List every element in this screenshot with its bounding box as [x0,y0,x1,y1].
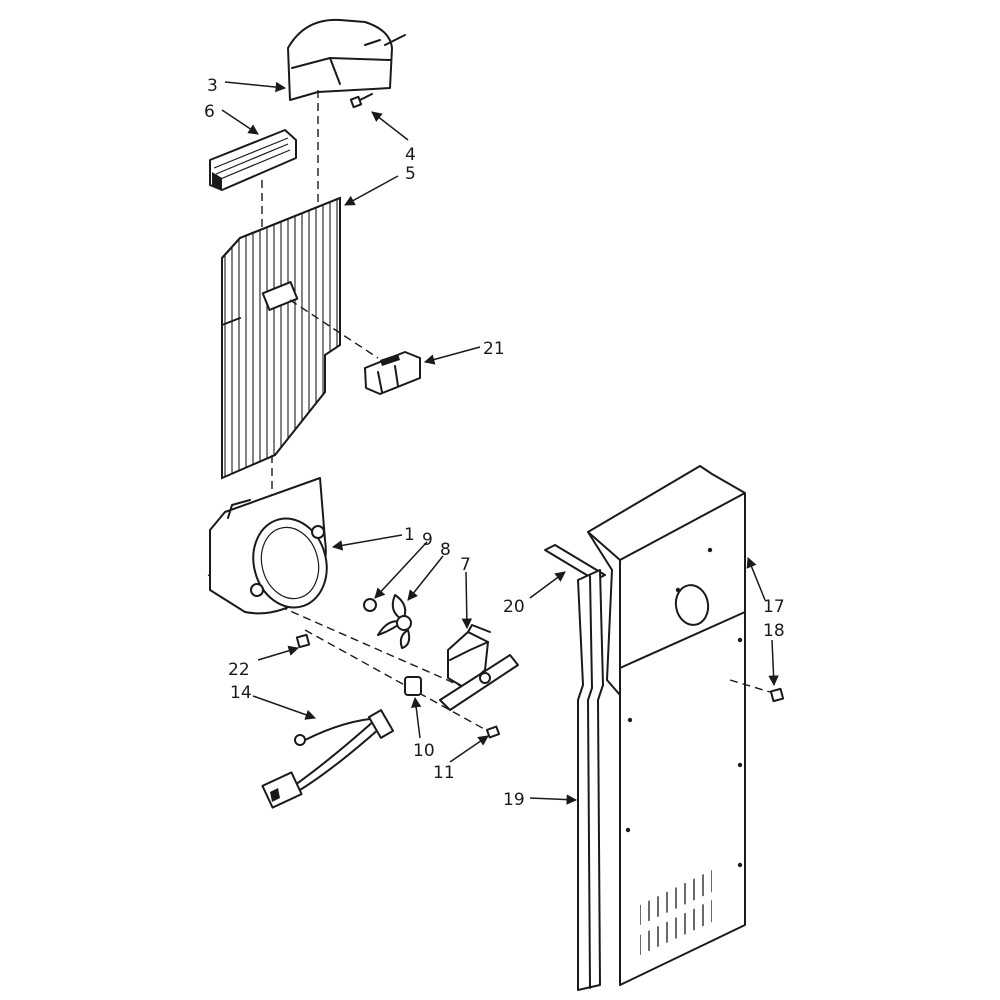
callout-10: 10 [413,741,435,761]
strip-part-20 [544,544,606,581]
wire-harness-part-14 [261,709,395,809]
callout-6: 6 [204,102,215,122]
callout-18: 18 [763,621,785,641]
screw-part-11 [485,725,501,739]
screw-part-22 [295,633,311,649]
callout-3: 3 [207,76,218,96]
callout-labels: 3 6 4 5 21 1 9 8 7 20 17 18 22 14 10 11 … [204,76,785,810]
callout-8: 8 [440,540,451,560]
fan-shroud-part-1 [209,477,328,615]
fan-motor-part-7 [439,624,519,711]
callout-19: 19 [503,790,525,810]
screw-part-4 [349,93,373,109]
callout-14: 14 [230,683,252,703]
evaporator-cover-panel-5 [221,196,341,480]
screw-part-18 [729,679,785,703]
callout-9: 9 [422,530,433,550]
callout-4: 4 [405,145,416,165]
callout-5: 5 [405,164,416,184]
control-part-21 [364,351,421,395]
callout-22: 22 [228,660,250,680]
callout-11: 11 [433,763,455,783]
callout-20: 20 [503,597,525,617]
fan-blade-part-8 [377,594,412,649]
side-channel-part-19 [577,569,604,991]
air-duct-cap [287,18,406,101]
access-cover-part-17 [587,465,746,986]
spacer-part-10 [404,676,422,696]
leader-arrows [221,81,779,805]
callout-21: 21 [483,339,505,359]
grille-part-6 [209,129,297,191]
callout-7: 7 [460,555,471,575]
nut-part-9 [363,598,377,612]
vent-slots [640,870,712,955]
callout-17: 17 [763,597,785,617]
callout-1: 1 [404,525,415,545]
